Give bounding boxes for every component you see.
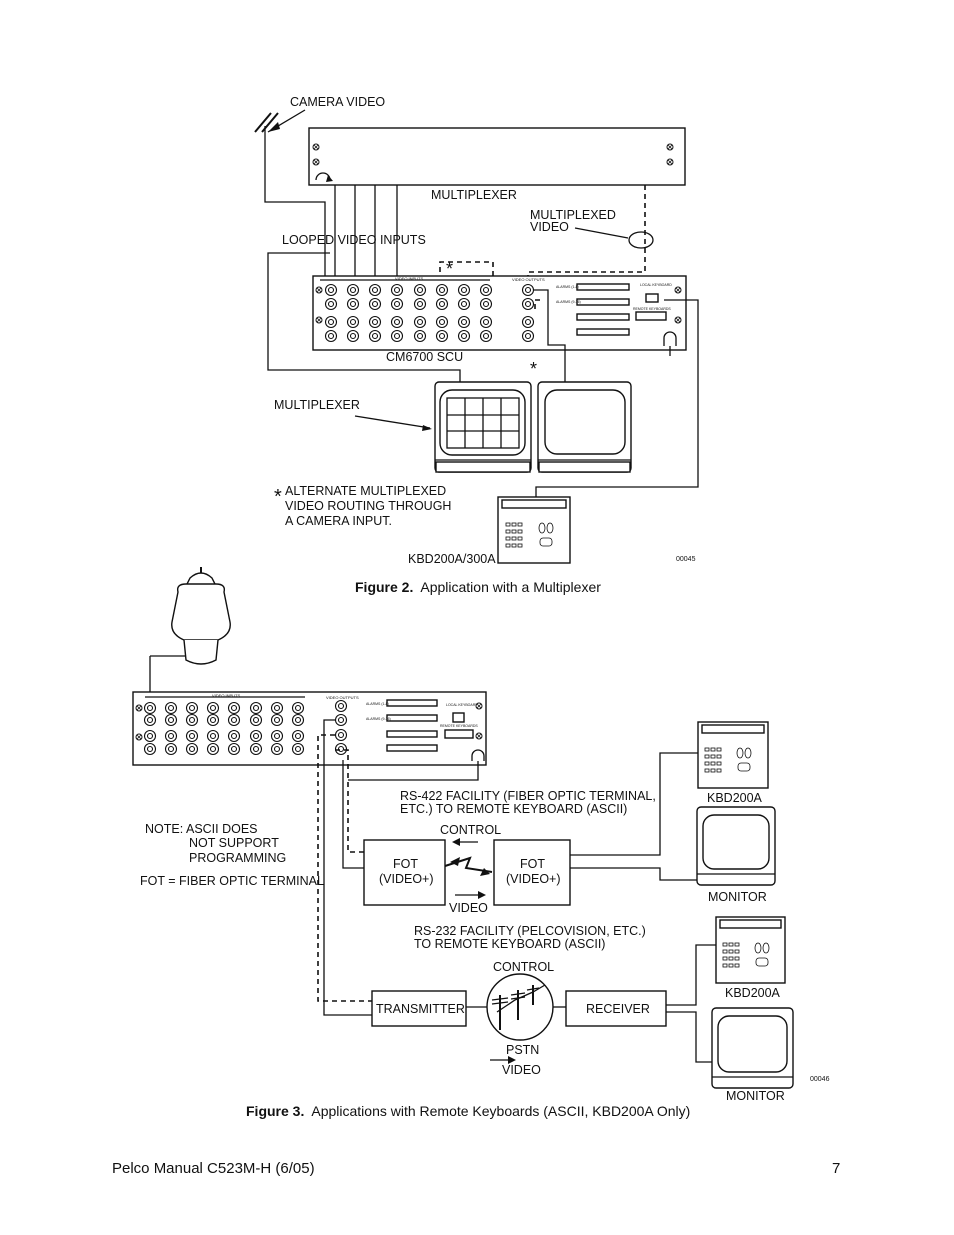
- figure2-caption: Figure 2. Application with a Multiplexer: [355, 579, 601, 595]
- multiplexed-video-label-2: VIDEO: [530, 220, 569, 234]
- receiver-label: RECEIVER: [586, 1002, 650, 1016]
- scu2-video-outputs-label: VIDEO OUTPUTS: [326, 695, 359, 700]
- note-line-2: NOT SUPPORT: [189, 836, 279, 850]
- video-label-1: VIDEO: [449, 901, 488, 915]
- scu2-remote-keyboard-port: [444, 729, 474, 739]
- asterisk-top: *: [446, 259, 453, 279]
- scu-rear-panel-2: VIDEO INPUTS VIDEO OUTPUTS ALARMS (1-8) …: [132, 691, 487, 766]
- monitor-1: [696, 806, 776, 886]
- receiver-box: RECEIVER: [565, 990, 667, 1027]
- camera-video-label: CAMERA VIDEO: [290, 95, 385, 109]
- transmitter-box: TRANSMITTER: [371, 990, 467, 1027]
- multiplexer-monitor-label: MULTIPLEXER: [274, 398, 360, 412]
- multiplexer-monitor: [434, 381, 532, 473]
- dome-camera: [149, 567, 231, 708]
- alternate-note-2: VIDEO ROUTING THROUGH: [285, 499, 451, 513]
- figure2-caption-number: Figure 2.: [355, 579, 413, 595]
- rs232-label-2: TO REMOTE KEYBOARD (ASCII): [414, 937, 605, 951]
- fot-left-label-1: FOT: [393, 857, 418, 871]
- monitor-label-2: MONITOR: [726, 1089, 785, 1103]
- monitor-label-1: MONITOR: [708, 890, 767, 904]
- rs232-label-1: RS-232 FACILITY (PELCOVISION, ETC.): [414, 924, 646, 938]
- control-label-1: CONTROL: [440, 823, 501, 837]
- keyboard-device-2: [697, 721, 769, 789]
- fot-right-label-2: (VIDEO+): [506, 872, 561, 886]
- keyboard-device: [497, 496, 571, 564]
- fot-left-label-2: (VIDEO+): [379, 872, 434, 886]
- scu-rear-panel: VIDEO INPUTS VIDEO OUTPUTS ALARMS (1-8) …: [312, 275, 687, 356]
- scu2-remote-keyboard-label: REMOTE KEYBOARDS: [440, 724, 478, 728]
- scu-routing-lines: [317, 719, 479, 1016]
- scu-video-outputs-label: VIDEO OUTPUTS: [512, 277, 545, 282]
- scu2-video-inputs-label: VIDEO INPUTS: [212, 693, 241, 698]
- asterisk-bottom: *: [530, 359, 537, 379]
- scu-label: CM6700 SCU: [386, 350, 463, 364]
- scu2-alarms-1-label: ALARMS (1-8): [366, 702, 389, 706]
- looped-video-lines: [334, 185, 398, 290]
- fot-to-keyboard-line: [570, 752, 698, 856]
- fot-right-box: FOT (VIDEO+): [493, 839, 571, 906]
- video-label-2: VIDEO: [502, 1063, 541, 1077]
- figure3-caption: Figure 3. Applications with Remote Keyboa…: [246, 1103, 690, 1119]
- keyboard-to-scu-line: [535, 299, 699, 497]
- figure3-caption-text: Applications with Remote Keyboards (ASCI…: [311, 1103, 690, 1119]
- footer-page-number: 7: [832, 1160, 840, 1177]
- figure3-caption-number: Figure 3.: [246, 1103, 304, 1119]
- scu-local-keyboard-port: [645, 293, 659, 303]
- multiplexer-to-monitor-line: [267, 252, 461, 382]
- scu2-alarms-2-label: ALARMS (9-16): [366, 717, 391, 721]
- fot-left-box: FOT (VIDEO+): [363, 839, 446, 906]
- monitor-2: [711, 1007, 794, 1089]
- multiplexed-video-label-1: MULTIPLEXED: [530, 208, 616, 222]
- alternate-note-1: ALTERNATE MULTIPLEXED: [285, 484, 446, 498]
- scu-remote-keyboard-label: REMOTE KEYBOARDS: [633, 307, 671, 311]
- scu-remote-keyboard-port: [635, 311, 667, 321]
- scu2-local-keyboard-label: LOCAL KEYBOARD: [446, 703, 478, 707]
- looped-video-inputs-label: LOOPED VIDEO INPUTS: [282, 233, 426, 247]
- multiplexer-unit: [308, 127, 686, 186]
- figure-3: VIDEO INPUTS VIDEO OUTPUTS ALARMS (1-8) …: [132, 567, 830, 1103]
- receiver-to-keyboard-line: [666, 944, 716, 1006]
- control-label-2: CONTROL: [493, 960, 554, 974]
- secondary-monitor: [537, 381, 632, 473]
- pstn-symbol: [466, 973, 566, 1041]
- kbd-label-2: KBD200A: [725, 986, 781, 1000]
- scu2-local-keyboard-port: [452, 712, 465, 723]
- kbd-label-1: KBD200A: [707, 791, 763, 805]
- fot-to-monitor-line: [570, 867, 700, 881]
- note-line-3: PROGRAMMING: [189, 851, 286, 865]
- alternate-note-3: A CAMERA INPUT.: [285, 514, 392, 528]
- keyboard-device-3: [715, 916, 786, 984]
- scu-alarms-2-label: ALARMS (9-16): [556, 300, 581, 304]
- multiplexed-video-route: [527, 185, 654, 290]
- camera-video-line: [254, 109, 326, 290]
- figure2-caption-text: Application with a Multiplexer: [420, 579, 601, 595]
- alternate-asterisk: *: [274, 486, 282, 508]
- scu-to-monitor-line: [534, 289, 566, 382]
- pstn-label: PSTN: [506, 1043, 539, 1057]
- multiplexer-pointer: [354, 415, 431, 429]
- scu2-terminal-strips: ALARMS (1-8) ALARMS (9-16): [366, 699, 438, 752]
- receiver-to-monitor-line: [666, 1011, 712, 1063]
- fot-definition: FOT = FIBER OPTIC TERMINAL: [140, 874, 324, 888]
- footer-manual: Pelco Manual C523M-H (6/05): [112, 1160, 315, 1177]
- rs422-label-1: RS-422 FACILITY (FIBER OPTIC TERMINAL,: [400, 789, 656, 803]
- note-line-1: NOTE: ASCII DOES: [145, 822, 258, 836]
- figure3-code: 00046: [810, 1076, 830, 1083]
- fot-right-label-1: FOT: [520, 857, 545, 871]
- keyboard-label: KBD200A/300A: [408, 552, 496, 566]
- scu-terminal-strips: ALARMS (1-8) ALARMS (9-16): [556, 283, 630, 336]
- figure-2: CAMERA VIDEO MULTIPLEXER MULTIPLEXED: [254, 95, 699, 566]
- scu-video-inputs-label: VIDEO INPUTS: [395, 276, 424, 281]
- scu-alarms-1-label: ALARMS (1-8): [556, 285, 579, 289]
- figure2-code: 00045: [676, 556, 696, 563]
- scu-local-keyboard-label: LOCAL KEYBOARD: [640, 283, 672, 287]
- transmitter-label: TRANSMITTER: [376, 1002, 465, 1016]
- rs422-label-2: ETC.) TO REMOTE KEYBOARD (ASCII): [400, 802, 627, 816]
- multiplexer-top-label: MULTIPLEXER: [431, 188, 517, 202]
